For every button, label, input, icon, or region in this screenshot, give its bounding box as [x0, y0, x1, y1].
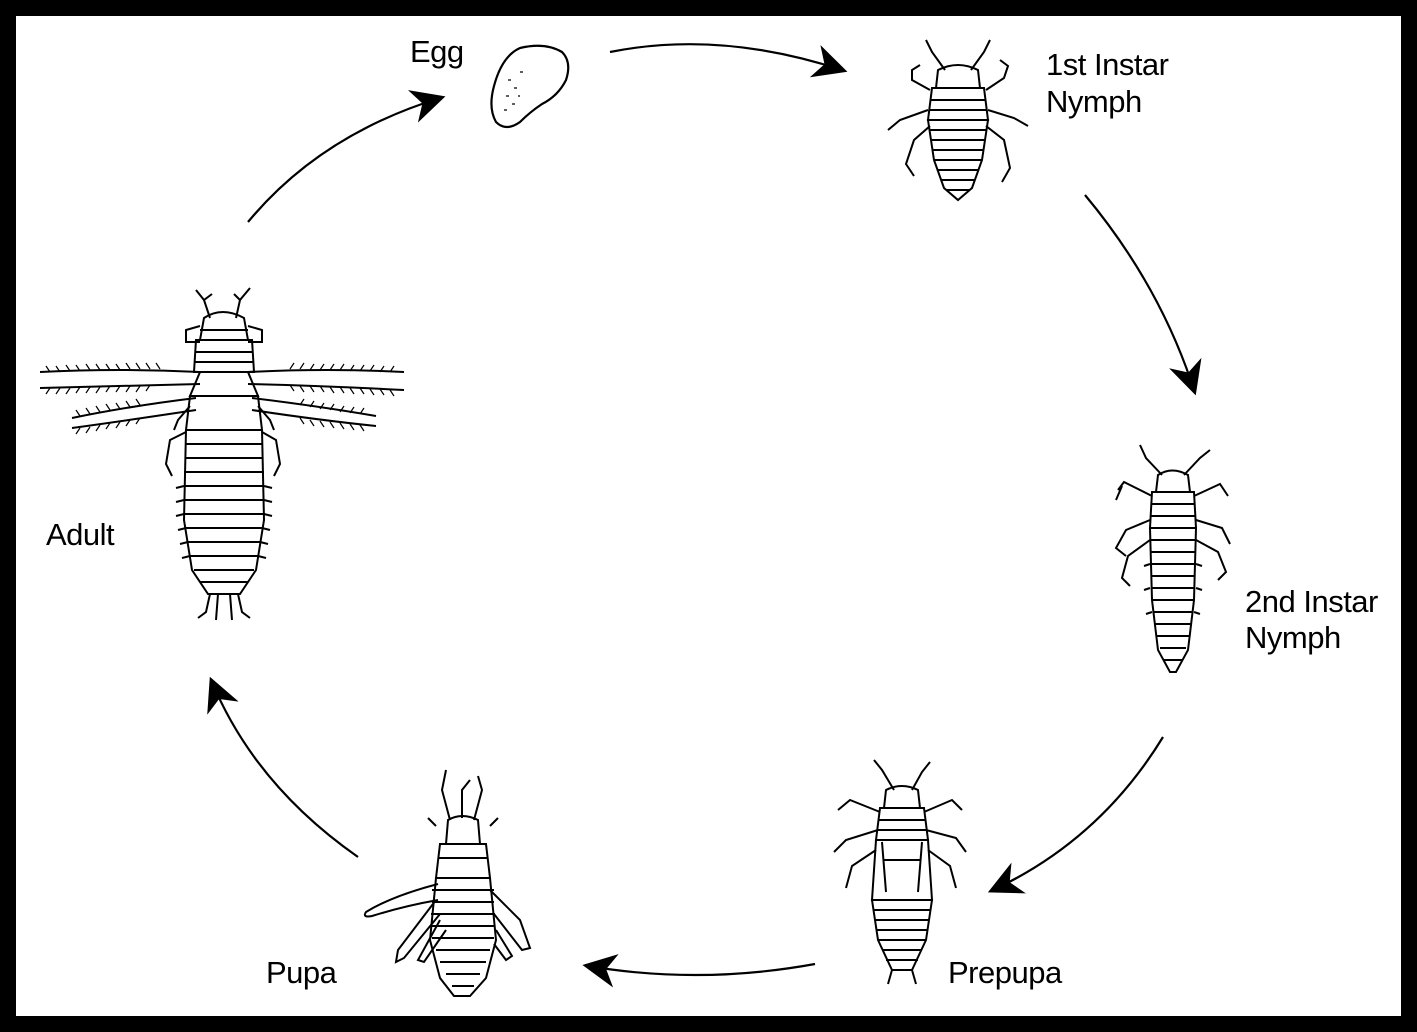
arrow-egg-to-first-instar — [610, 44, 842, 70]
egg-icon — [491, 46, 568, 127]
arrow-pupa-to-adult — [212, 682, 358, 857]
first-instar-label-line2: Nymph — [1046, 84, 1142, 119]
pupa-icon — [365, 770, 530, 996]
cycle-arrows — [212, 44, 1194, 975]
adult-icon — [40, 288, 404, 620]
arrow-first-to-second-instar — [1085, 195, 1194, 390]
second-instar-nymph-icon — [1116, 445, 1230, 672]
second-instar-label-line1: 2nd Instar — [1245, 584, 1378, 619]
arrow-prepupa-to-pupa — [588, 964, 815, 975]
arrow-adult-to-egg — [248, 98, 440, 222]
adult-label: Adult — [46, 517, 115, 552]
prepupa-label: Prepupa — [948, 955, 1063, 990]
second-instar-label-line2: Nymph — [1245, 620, 1341, 655]
first-instar-label-line1: 1st Instar — [1046, 47, 1169, 82]
first-instar-nymph-icon — [888, 40, 1028, 200]
arrow-second-instar-to-prepupa — [993, 737, 1163, 890]
pupa-label: Pupa — [266, 955, 338, 990]
egg-label: Egg — [410, 34, 464, 69]
prepupa-icon — [834, 760, 966, 984]
